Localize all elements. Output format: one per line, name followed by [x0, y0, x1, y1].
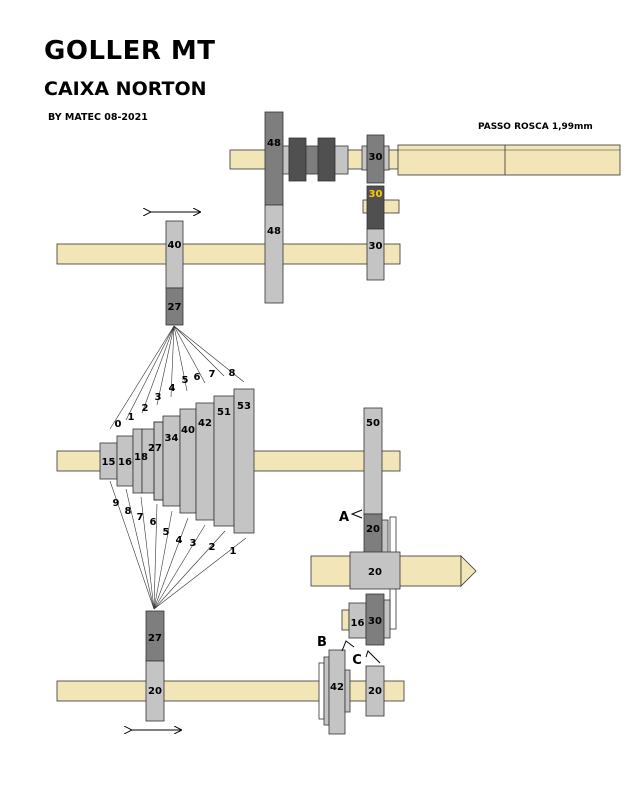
position-bottom: 2 — [209, 542, 216, 553]
gear-42-flange — [323, 656, 330, 726]
gear-label-20-bottom: 20 — [148, 686, 162, 697]
gear-label-30-mid: 30 — [369, 241, 383, 252]
gear-20-right — [365, 665, 385, 717]
gear-27-tumbler — [165, 287, 184, 326]
bottom-shaft — [56, 680, 405, 702]
cone-gear-34 — [162, 415, 181, 507]
gear-20-upper-hub — [381, 519, 389, 554]
position-top: 0 — [115, 419, 122, 430]
position-top: 1 — [128, 412, 135, 423]
gear-30-top-hub — [361, 145, 368, 171]
gear-30-top-hub-r — [383, 145, 390, 171]
position-bottom: 1 — [230, 546, 237, 557]
position-bottom: 6 — [150, 517, 157, 528]
gear-42-hub-r — [344, 669, 351, 713]
gear-16-hub — [341, 609, 350, 631]
author-credit: BY MATEC 08-2021 — [48, 112, 148, 123]
gear-label-20-upper: 20 — [366, 524, 380, 535]
gear-40-tumbler — [165, 220, 184, 289]
gear-label-50: 50 — [366, 418, 380, 429]
cone-label: 16 — [118, 457, 132, 468]
position-bottom: 9 — [113, 498, 120, 509]
position-top: 8 — [229, 368, 236, 379]
gear-48-mid — [264, 204, 284, 304]
gear-label-48-mid: 48 — [267, 226, 281, 237]
label-b: B — [317, 635, 327, 650]
page-title: GOLLER MT — [44, 36, 216, 66]
cone-label: 27 — [148, 443, 162, 454]
pointer-a — [350, 509, 363, 519]
gear-20-main — [349, 551, 401, 590]
gear-20-bottom — [145, 660, 165, 722]
position-bottom: 8 — [125, 506, 132, 517]
position-top: 4 — [169, 383, 176, 394]
page-subtitle: CAIXA NORTON — [44, 78, 207, 100]
cone-label: 34 — [165, 433, 179, 444]
cone-label: 53 — [237, 401, 251, 412]
clutch-gear-1 — [288, 137, 307, 182]
tumbler-shaft — [56, 243, 401, 265]
label-c: C — [352, 653, 362, 668]
gear-label-27-tumbler: 27 — [168, 302, 182, 313]
gear-label-30-idler: 30 — [369, 189, 383, 200]
label-a: A — [339, 510, 349, 525]
position-bottom: 4 — [176, 535, 183, 546]
gear-label-16: 16 — [351, 618, 365, 629]
gear-label-27-bottom: 27 — [148, 633, 162, 644]
position-top: 7 — [209, 369, 216, 380]
clutch-block — [282, 145, 290, 175]
gear-48-top — [264, 111, 284, 206]
position-bottom: 7 — [137, 512, 144, 523]
cone-gear-53 — [233, 388, 255, 534]
cone-label: 42 — [198, 418, 212, 429]
position-bottom: 3 — [190, 538, 197, 549]
gear-label-30-lower: 30 — [368, 616, 382, 627]
cone-label: 40 — [181, 425, 195, 436]
selector-lines-top — [109, 325, 245, 430]
position-top: 3 — [155, 392, 162, 403]
gear-label-42: 42 — [330, 682, 344, 693]
spindle-body — [397, 144, 621, 176]
cone-label: 15 — [102, 457, 116, 468]
cone-gear-27 — [153, 421, 164, 501]
pointer-c — [365, 650, 381, 664]
cone-label: 18 — [134, 452, 148, 463]
gear-42-hub-l — [318, 662, 325, 720]
gear-label-30-top: 30 — [369, 152, 383, 163]
gear-30-mid — [366, 228, 385, 281]
position-top: 5 — [182, 375, 189, 386]
thread-pitch-label: PASSO ROSCA 1,99mm — [478, 122, 593, 132]
gear-30-lower-hub — [383, 599, 391, 639]
position-bottom: 5 — [163, 527, 170, 538]
position-top: 6 — [194, 372, 201, 383]
clutch-hub-1 — [305, 145, 319, 175]
position-top: 2 — [142, 403, 149, 414]
cone-label: 51 — [217, 407, 231, 418]
clutch-hub-2 — [334, 145, 349, 175]
gear-label-48-top: 48 — [267, 138, 281, 149]
leadscrew-tip — [460, 555, 477, 587]
selector-lines-bottom — [109, 480, 247, 610]
gear-label-40-tumbler: 40 — [168, 240, 182, 251]
clutch-gear-2 — [317, 137, 336, 182]
gear-label-20-right: 20 — [368, 686, 382, 697]
gear-label-20-main: 20 — [368, 567, 382, 578]
pointer-b — [341, 640, 355, 652]
